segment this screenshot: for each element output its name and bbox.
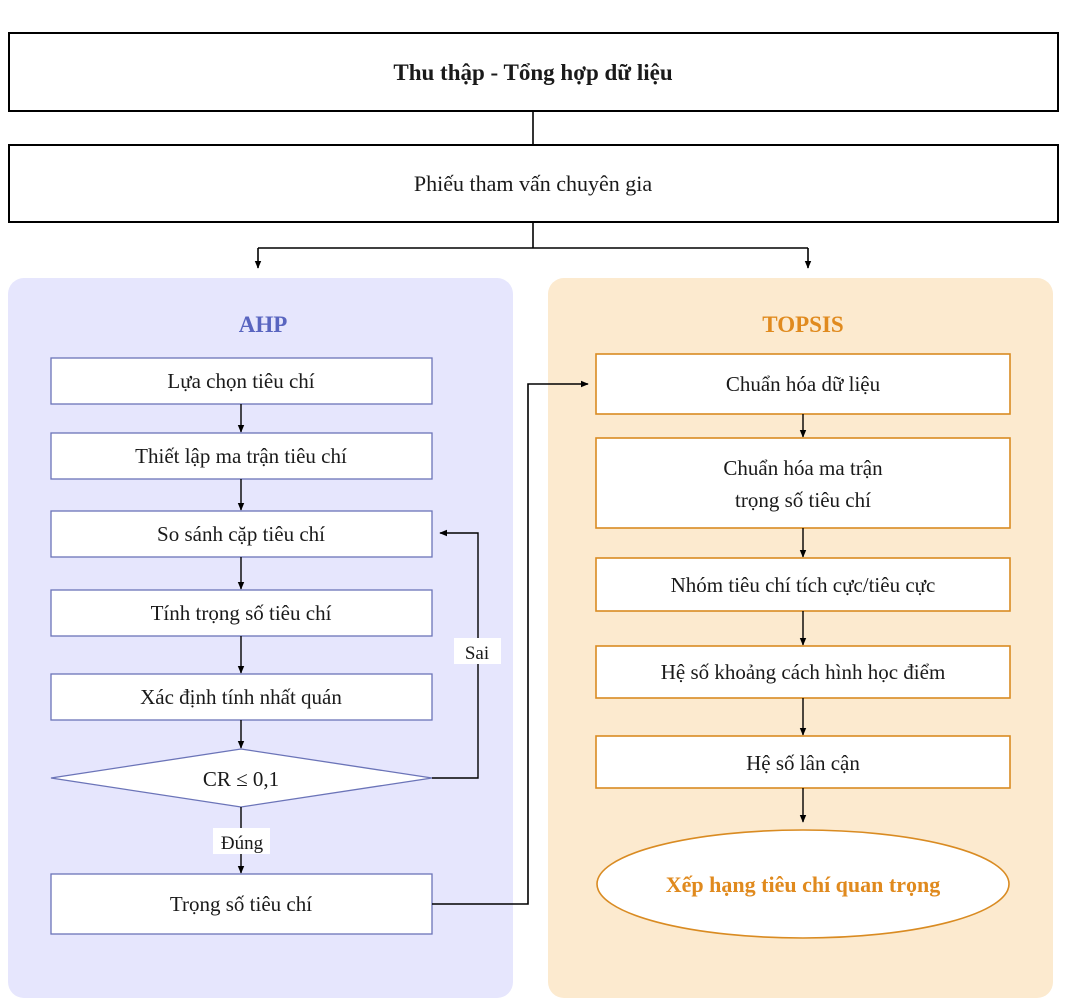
- header-step1-label: Thu thập - Tổng hợp dữ liệu: [393, 60, 672, 85]
- topsis-step-5-label: Hệ số lân cận: [746, 751, 860, 775]
- topsis-step-3-box[interactable]: [595, 557, 1011, 612]
- ahp-step-1-box[interactable]: [50, 357, 433, 405]
- header-step2-box[interactable]: [8, 144, 1059, 223]
- header-step1-box[interactable]: [8, 32, 1059, 112]
- ahp-edge-true-bg: [213, 828, 270, 854]
- ahp-step-3-label: So sánh cặp tiêu chí: [157, 522, 325, 546]
- ahp-step-1-label: Lựa chọn tiêu chí: [167, 369, 314, 393]
- ahp-step-3-box[interactable]: [50, 510, 433, 558]
- topsis-step-3-label: Nhóm tiêu chí tích cực/tiêu cực: [671, 573, 936, 597]
- topsis-result-label: Xếp hạng tiêu chí quan trọng: [666, 872, 940, 897]
- header-step2-label: Phiếu tham vấn chuyên gia: [414, 171, 653, 196]
- topsis-step-5-box[interactable]: [595, 735, 1011, 789]
- topsis-result-ellipse[interactable]: [596, 829, 1010, 939]
- ahp-edge-false-bg: [454, 638, 501, 664]
- ahp-result-label: Trọng số tiêu chí: [170, 892, 312, 916]
- ahp-step-5-box[interactable]: [50, 673, 433, 721]
- topsis-step-4-label: Hệ số khoảng cách hình học điểm: [661, 660, 946, 684]
- ahp-edge-true-label: Đúng: [221, 833, 264, 854]
- connector-ahp-to-topsis: [432, 380, 589, 905]
- ahp-step-5-label: Xác định tính nhất quán: [140, 685, 342, 709]
- topsis-step-2-label-line1: Chuẩn hóa ma trận: [723, 456, 883, 480]
- topsis-step-4-box[interactable]: [595, 645, 1011, 699]
- ahp-step-2-box[interactable]: [50, 432, 433, 480]
- ahp-result-box[interactable]: [50, 873, 433, 935]
- ahp-edge-false-label: Sai: [465, 643, 489, 664]
- topsis-panel-title: TOPSIS: [762, 312, 843, 337]
- ahp-panel-title: AHP: [239, 312, 288, 337]
- ahp-step-2-label: Thiết lập ma trận tiêu chí: [135, 444, 347, 468]
- topsis-step-1-label: Chuẩn hóa dữ liệu: [726, 372, 881, 396]
- topsis-step-1-box[interactable]: [595, 353, 1011, 415]
- ahp-step-4-box[interactable]: [50, 589, 433, 637]
- topsis-step-2-box[interactable]: [595, 437, 1011, 529]
- ahp-decision-label: CR ≤ 0,1: [203, 767, 279, 791]
- ahp-step-4-label: Tính trọng số tiêu chí: [151, 601, 332, 625]
- topsis-step-2-label-line2: trọng số tiêu chí: [735, 488, 871, 512]
